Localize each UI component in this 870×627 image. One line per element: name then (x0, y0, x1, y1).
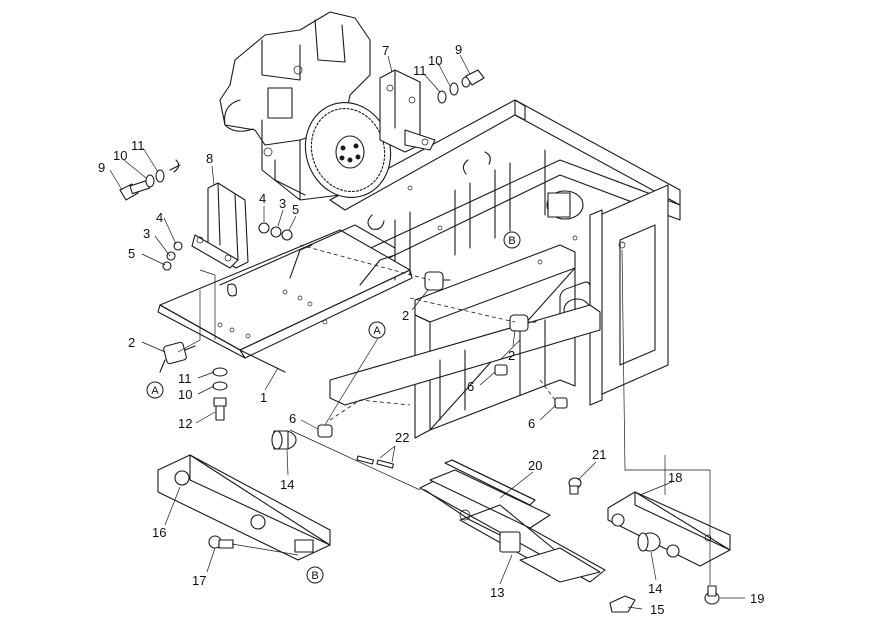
bracket-18 (607, 491, 731, 567)
reference-mark-b-top: B (503, 231, 521, 249)
callout-21: 21 (592, 447, 606, 462)
bolt-set-left (119, 159, 181, 201)
bolt-set-top (437, 69, 485, 104)
assembly-lines (177, 244, 711, 585)
callout-20: 20 (528, 458, 542, 473)
callout-7: 7 (382, 43, 389, 58)
callout-11: 11 (413, 63, 427, 78)
reference-mark-a-top: A (368, 321, 386, 339)
callout-5: 5 (128, 246, 135, 261)
svg-text:A: A (151, 385, 159, 397)
callout-9: 9 (98, 160, 105, 175)
engine-bracket-8 (191, 182, 249, 269)
callout-numbers: 1 2 2 2 3 3 4 4 5 5 6 6 6 7 8 9 9 10 10 … (98, 42, 764, 617)
bolt-17 (208, 535, 234, 549)
svg-text:B: B (311, 570, 318, 582)
callout-10: 10 (113, 148, 127, 163)
bolt-19 (704, 585, 720, 605)
callout-6: 6 (528, 416, 535, 431)
callout-leaders (109, 54, 745, 610)
callout-14: 14 (648, 581, 662, 596)
callout-6: 6 (289, 411, 296, 426)
callout-10: 10 (178, 387, 192, 402)
callout-19: 19 (750, 591, 764, 606)
bracket-16 (157, 454, 331, 561)
nut-washer-sets (162, 222, 293, 271)
callout-17: 17 (192, 573, 206, 588)
bolt-21 (568, 477, 582, 495)
callout-5: 5 (292, 202, 299, 217)
callout-11: 11 (131, 138, 145, 153)
callout-9: 9 (455, 42, 462, 57)
callout-14: 14 (280, 477, 294, 492)
callout-4: 4 (156, 210, 163, 225)
callout-6: 6 (467, 379, 474, 394)
callout-4: 4 (259, 191, 266, 206)
rubber-mount-2 (159, 271, 537, 373)
callout-1: 1 (260, 390, 267, 405)
spacer-14-left (271, 430, 297, 450)
callout-11: 11 (178, 371, 192, 386)
callout-3: 3 (143, 226, 150, 241)
callout-2: 2 (402, 308, 409, 323)
pins-22 (356, 455, 395, 469)
reference-mark-b-bottom: B (306, 566, 324, 584)
callout-13: 13 (490, 585, 504, 600)
svg-text:A: A (373, 325, 381, 337)
reference-mark-a-left: A (146, 381, 164, 399)
svg-text:B: B (508, 235, 515, 247)
engine-bracket-7 (379, 69, 436, 153)
engine-assembly (219, 11, 392, 201)
callout-22: 22 (395, 430, 409, 445)
callout-16: 16 (152, 525, 166, 540)
callout-2: 2 (128, 335, 135, 350)
nuts-6 (317, 364, 568, 438)
clip-15 (609, 595, 636, 613)
chassis-frame (329, 99, 681, 439)
bolt-set-bottom-left (212, 367, 228, 421)
callout-12: 12 (178, 416, 192, 431)
callout-3: 3 (279, 196, 286, 211)
handle-20 (444, 459, 536, 506)
base-tray-1 (157, 224, 413, 373)
callout-15: 15 (650, 602, 664, 617)
spacer-14-right (637, 532, 661, 552)
callout-18: 18 (668, 470, 682, 485)
callout-10: 10 (428, 53, 442, 68)
callout-2: 2 (508, 348, 515, 363)
jack-13 (419, 469, 606, 583)
callout-8: 8 (206, 151, 213, 166)
